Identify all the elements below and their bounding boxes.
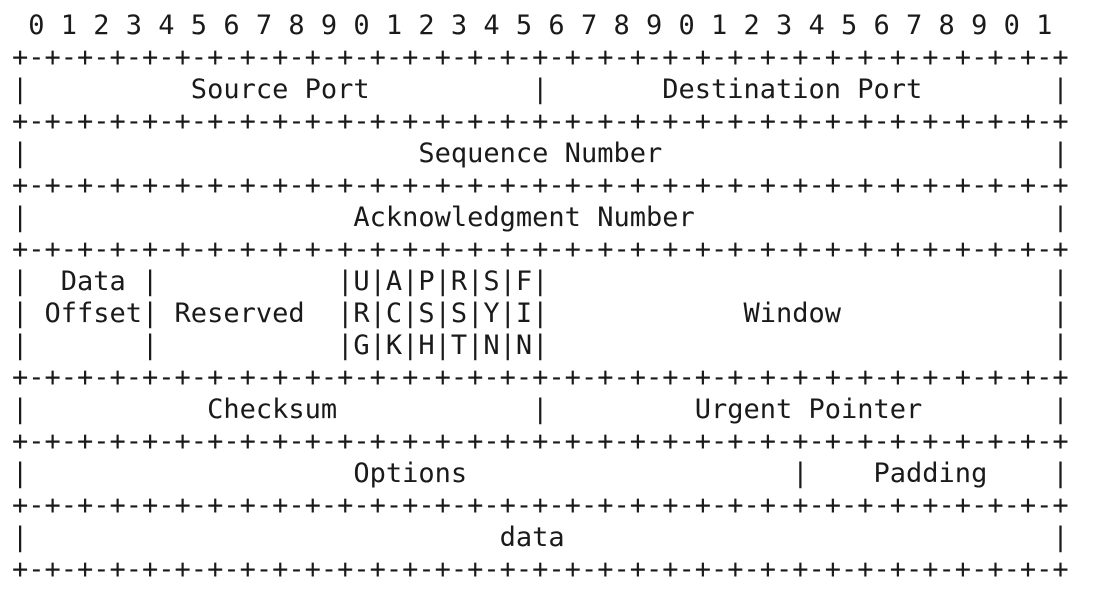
separator-line: +-+-+-+-+-+-+-+-+-+-+-+-+-+-+-+-+-+-+-+-…: [12, 362, 1069, 393]
separator-line: +-+-+-+-+-+-+-+-+-+-+-+-+-+-+-+-+-+-+-+-…: [12, 170, 1069, 201]
tcp-header-diagram: 0 1 2 3 4 5 6 7 8 9 0 1 2 3 4 5 6 7 8 9 …: [12, 10, 1069, 585]
row-offset-flags-window-2: | Offset| Reserved |R|C|S|S|Y|I| Window …: [12, 298, 1069, 329]
separator-line: +-+-+-+-+-+-+-+-+-+-+-+-+-+-+-+-+-+-+-+-…: [12, 426, 1069, 457]
separator-line: +-+-+-+-+-+-+-+-+-+-+-+-+-+-+-+-+-+-+-+-…: [12, 106, 1069, 137]
row-offset-flags-window-3: | | |G|K|H|T|N|N| |: [12, 330, 1069, 361]
row-data: | data |: [12, 522, 1069, 553]
separator-line: +-+-+-+-+-+-+-+-+-+-+-+-+-+-+-+-+-+-+-+-…: [12, 234, 1069, 265]
separator-line: +-+-+-+-+-+-+-+-+-+-+-+-+-+-+-+-+-+-+-+-…: [12, 490, 1069, 521]
row-checksum-urgent: | Checksum | Urgent Pointer |: [12, 394, 1069, 425]
row-options-padding: | Options | Padding |: [12, 458, 1069, 489]
row-sequence-number: | Sequence Number |: [12, 138, 1069, 169]
row-acknowledgment-number: | Acknowledgment Number |: [12, 202, 1069, 233]
bit-ruler: 0 1 2 3 4 5 6 7 8 9 0 1 2 3 4 5 6 7 8 9 …: [12, 10, 1053, 41]
row-offset-flags-window-1: | Data | |U|A|P|R|S|F| |: [12, 266, 1069, 297]
separator-line: +-+-+-+-+-+-+-+-+-+-+-+-+-+-+-+-+-+-+-+-…: [12, 42, 1069, 73]
separator-line: +-+-+-+-+-+-+-+-+-+-+-+-+-+-+-+-+-+-+-+-…: [12, 554, 1069, 585]
row-ports: | Source Port | Destination Port |: [12, 74, 1069, 105]
